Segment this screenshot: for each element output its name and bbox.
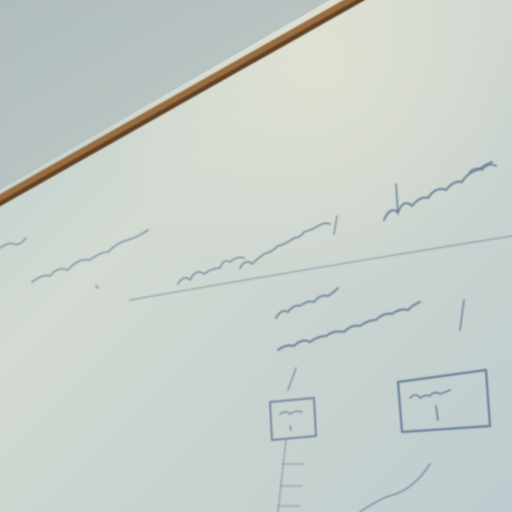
whiteboard-photo	[0, 0, 512, 512]
photo-scene	[0, 0, 512, 512]
